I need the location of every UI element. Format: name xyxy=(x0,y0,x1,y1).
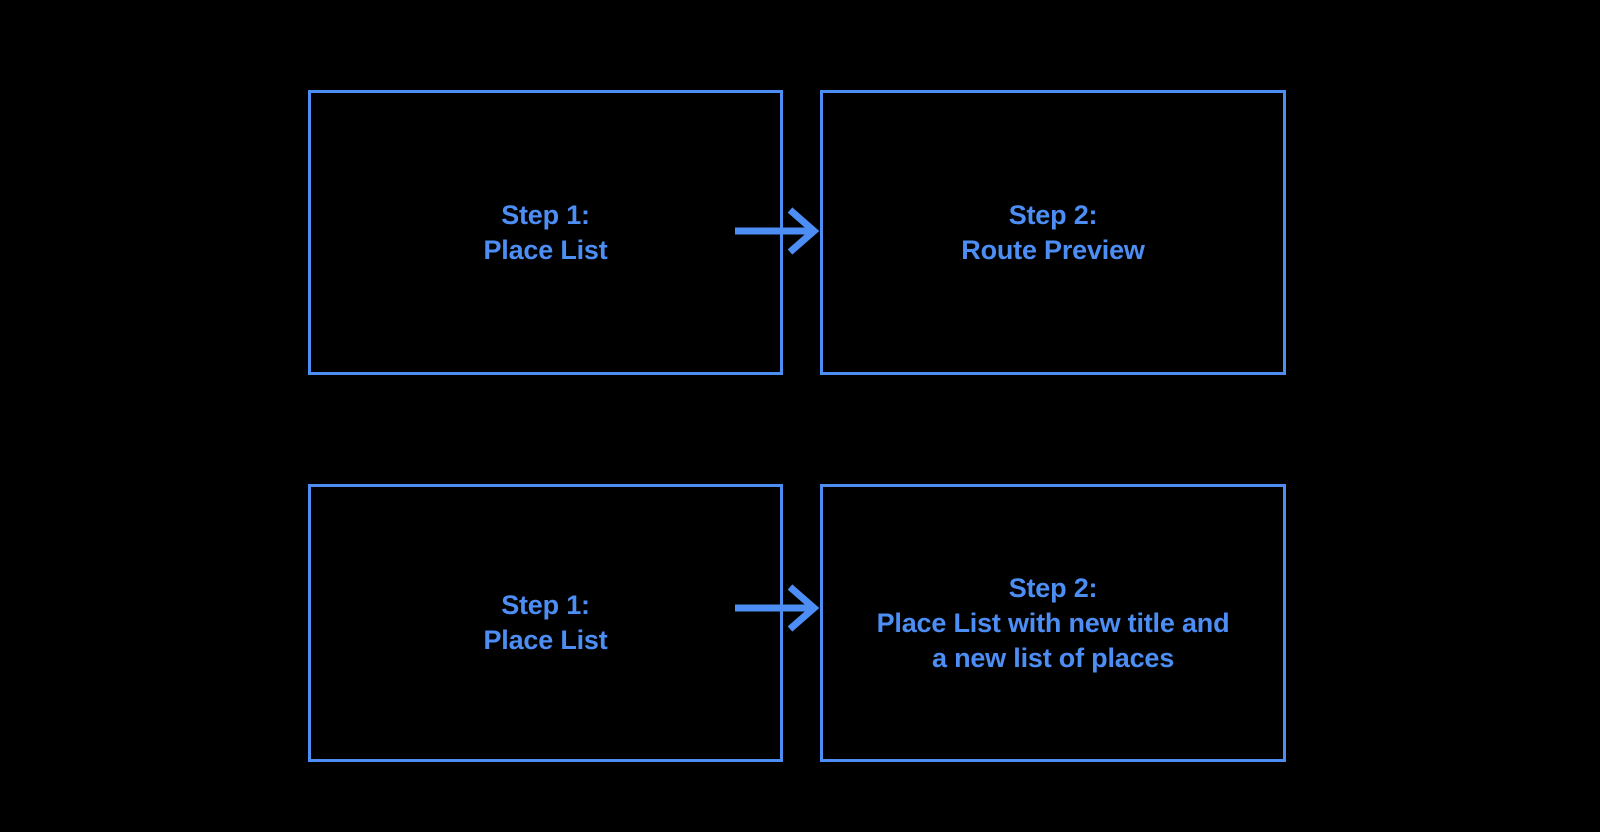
step-box-label: Step 2: Route Preview xyxy=(961,199,1145,265)
step-box-label: Step 1: Place List xyxy=(483,590,608,655)
connector-arrow-row-1 xyxy=(735,207,820,255)
step-box-step-2-place-list-updated[interactable]: Step 2: Place List with new title and a … xyxy=(820,484,1286,762)
step-box-step-1-place-list[interactable]: Step 1: Place List xyxy=(308,90,783,375)
step-box-step-1-place-list[interactable]: Step 1: Place List xyxy=(308,484,783,762)
connector-arrow-row-2 xyxy=(735,584,820,632)
step-box-label: Step 2: Place List with new title and a … xyxy=(876,572,1230,673)
flow-row-place-list-update: Step 1: Place List Step 2: Place List wi… xyxy=(0,482,1600,772)
flow-row-route-preview: Step 1: Place List Step 2: Route Preview xyxy=(0,88,1600,378)
step-box-step-2-route-preview[interactable]: Step 2: Route Preview xyxy=(820,90,1286,375)
step-box-label: Step 1: Place List xyxy=(483,199,608,265)
